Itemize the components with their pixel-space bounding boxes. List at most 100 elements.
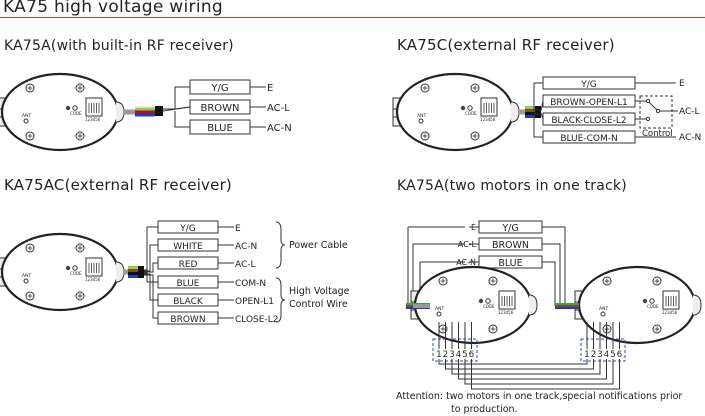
antenna-port-icon [23, 118, 29, 124]
port-label: 123456 [85, 117, 101, 122]
pin-label: 1 [436, 350, 441, 360]
pin-link-wire [458, 359, 607, 380]
wire-label: BROWN [170, 315, 205, 325]
ant-label: ANT [22, 113, 31, 119]
ant-label: ANT [599, 306, 608, 312]
wire-strand [128, 275, 138, 278]
terminal-label: OPEN-L1 [235, 297, 274, 307]
wire-yg [174, 86, 190, 109]
pin-label: 6 [617, 350, 622, 360]
wire-label: RED [179, 260, 198, 270]
terminal-label: AC-N [235, 242, 257, 252]
control-label: Control [642, 129, 673, 139]
pin-label: 5 [610, 350, 615, 360]
wire-label: Y/G [580, 80, 597, 90]
antenna-port-icon [418, 118, 424, 124]
code-label: CODE [483, 304, 495, 309]
feed-wire-motor2 [542, 243, 561, 306]
pin-label: 4 [604, 350, 609, 360]
brace-power-cable [275, 221, 286, 269]
wire-line [144, 262, 158, 273]
code-button-icon [485, 298, 491, 304]
wire-label: Y/G [210, 83, 228, 94]
antenna-port-icon [23, 278, 29, 284]
antenna-port-icon [600, 311, 606, 317]
switch-lever [648, 101, 658, 111]
cable-gland [115, 101, 125, 123]
pin-link-wire [445, 359, 594, 370]
wire-label: BLUE [498, 258, 522, 269]
section-title-ka75a: KA75A(with built-in RF receiver) [4, 38, 234, 54]
title-underline [0, 17, 705, 18]
wire-strand [128, 269, 138, 272]
wire-label: BROWN-OPEN-L1 [550, 98, 628, 108]
wire-label: BLUE [176, 279, 199, 289]
pin-label: 3 [597, 350, 602, 360]
terminal-label: CLOSE-L2 [235, 315, 278, 325]
wire-strand [555, 305, 579, 307]
terminal-label: AC-L [458, 240, 477, 249]
ant-label: ANT [417, 113, 426, 119]
led-icon [460, 105, 466, 111]
wire-bundle-ka75a [135, 107, 155, 117]
switch-contact [645, 98, 651, 104]
feed-wire-motor2 [542, 226, 566, 306]
wire-line [144, 244, 158, 272]
switch-contact [645, 116, 651, 122]
pin-label: 4 [456, 350, 461, 360]
wire-label: BLACK-CLOSE-L2 [551, 116, 626, 126]
wire-line [144, 274, 158, 319]
code-button-icon [649, 298, 655, 304]
wire-strand [525, 115, 535, 118]
ant-label: ANT [22, 273, 31, 279]
wire-label: BROWN [200, 103, 239, 114]
port-label: 123456 [480, 117, 496, 122]
attention-note-line2: to production. [451, 404, 518, 415]
wire-label: BROWN [492, 240, 529, 251]
wire-label: BLUE-COM-N [560, 134, 617, 144]
cable-gland [510, 101, 520, 123]
pin-link-wire [471, 359, 620, 390]
code-label: CODE [647, 304, 659, 309]
heat-shrink [155, 106, 163, 116]
wire-yg [533, 82, 543, 111]
pin-link-wire [438, 359, 588, 365]
page-title: KA75 high voltage wiring [3, 0, 224, 17]
wire-label: WHITE [173, 242, 203, 252]
brace-control-wire [275, 277, 286, 323]
terminal-label: AC-N [456, 258, 476, 267]
terminal-label: AC-L [267, 103, 290, 114]
terminal-label: E [679, 79, 685, 89]
code-button-icon [72, 265, 78, 271]
code-label: CODE [465, 111, 477, 116]
section-title-ka75ac: KA75AC(external RF receiver) [4, 176, 232, 194]
pin-label: 5 [462, 350, 467, 360]
port-label: 123456 [85, 277, 101, 282]
cable-gland [528, 294, 538, 316]
terminal-label: E [235, 224, 241, 234]
section-title-ka75c: KA75C(external RF receiver) [397, 36, 615, 54]
heat-shrink [138, 266, 144, 278]
wire-bundle-ka75ac [128, 266, 138, 278]
terminal-label: COM-N [235, 279, 266, 289]
code-button-icon [467, 105, 473, 111]
pin-label: 6 [469, 350, 474, 360]
code-button-icon [72, 105, 78, 111]
wire-blue [174, 111, 190, 128]
pin-box-motor-1 [432, 338, 478, 362]
wire-strand [135, 107, 155, 111]
section-title-ka75a-two-motors: KA75A(two motors in one track) [397, 178, 627, 194]
wire-bundle-ka75c [525, 106, 535, 118]
ant-label: ANT [435, 306, 444, 312]
port-label: 123456 [498, 310, 514, 315]
terminal-label-ac-l: AC-L [679, 107, 700, 117]
pin-label: 1 [584, 350, 589, 360]
terminal-label: AC-L [235, 260, 256, 270]
antenna-port-icon [436, 311, 442, 317]
led-icon [642, 298, 648, 304]
control-dashed-box [639, 95, 673, 129]
port-label: 123456 [662, 310, 678, 315]
